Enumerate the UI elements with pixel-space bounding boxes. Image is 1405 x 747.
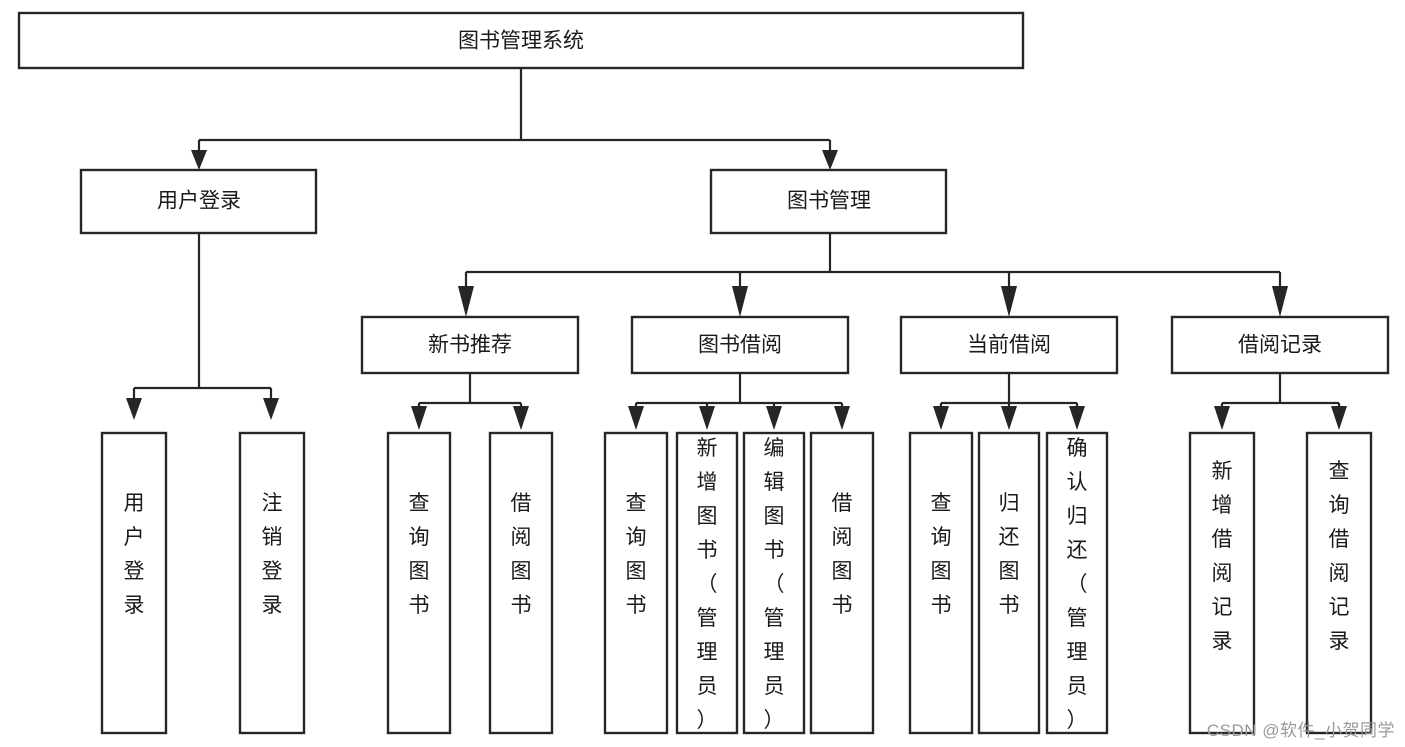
node-root-label: 图书管理系统 xyxy=(458,30,584,53)
node-borrow-record[interactable]: 借阅记录 xyxy=(1170,315,1390,375)
node-leaf-add-record-box[interactable] xyxy=(1188,431,1256,735)
node-leaf-add-book[interactable]: 新增图书（管理员） xyxy=(675,431,739,735)
node-leaf-confirm-return-box[interactable] xyxy=(1045,431,1109,735)
node-new-book-recommend-label: 新书推荐 xyxy=(428,334,512,357)
arrow-head-leaf-edit-book xyxy=(766,406,782,430)
node-book-borrow[interactable]: 图书借阅 xyxy=(630,315,850,375)
node-user-login-box[interactable] xyxy=(79,168,318,235)
arrow-head-leaf-return-book xyxy=(1001,406,1017,430)
node-leaf-edit-book-label: 编辑图书（管理员） xyxy=(764,437,785,732)
node-leaf-user-login-label: 用户登录 xyxy=(124,492,145,617)
node-leaf-borrow-book-2-box[interactable] xyxy=(809,431,875,735)
arrow-head-leaf-borrow-book-2 xyxy=(834,406,850,430)
node-leaf-logout-label: 注销登录 xyxy=(262,492,283,617)
arrow-head-new-book-recommend xyxy=(458,286,474,317)
arrow-head-leaf-query-book-3 xyxy=(933,406,949,430)
node-borrow-record-box[interactable] xyxy=(1170,315,1390,375)
node-leaf-query-book-1[interactable]: 查询图书 xyxy=(386,431,452,735)
node-root[interactable]: 图书管理系统 xyxy=(17,11,1025,70)
node-leaf-logout-box[interactable] xyxy=(238,431,306,735)
node-current-borrow-box[interactable] xyxy=(899,315,1119,375)
node-leaf-query-book-3[interactable]: 查询图书 xyxy=(908,431,974,735)
node-leaf-add-book-box[interactable] xyxy=(675,431,739,735)
node-leaf-query-record-label: 查询借阅记录 xyxy=(1329,460,1350,653)
arrow-head-leaf-query-record xyxy=(1331,406,1347,430)
node-leaf-user-login[interactable]: 用户登录 xyxy=(100,431,168,735)
node-leaf-borrow-book-2[interactable]: 借阅图书 xyxy=(809,431,875,735)
node-root-box[interactable] xyxy=(17,11,1025,70)
node-leaf-logout[interactable]: 注销登录 xyxy=(238,431,306,735)
arrow-head-leaf-logout xyxy=(263,398,279,420)
node-leaf-query-book-1-box[interactable] xyxy=(386,431,452,735)
node-book-management-label: 图书管理 xyxy=(787,190,871,213)
connector-layer xyxy=(126,68,1347,430)
node-leaf-query-record-box[interactable] xyxy=(1305,431,1373,735)
node-leaf-borrow-book-1-label: 借阅图书 xyxy=(511,492,532,617)
arrow-head-leaf-query-book-2 xyxy=(628,406,644,430)
node-leaf-return-book-label: 归还图书 xyxy=(999,492,1020,617)
node-leaf-return-book[interactable]: 归还图书 xyxy=(977,431,1041,735)
arrow-head-leaf-query-book-1 xyxy=(411,406,427,430)
arrow-head-leaf-add-book xyxy=(699,406,715,430)
node-leaf-query-book-2-box[interactable] xyxy=(603,431,669,735)
arrow-head-book-management xyxy=(822,150,838,170)
node-borrow-record-label: 借阅记录 xyxy=(1238,334,1322,357)
arrow-head-leaf-add-record xyxy=(1214,406,1230,430)
node-leaf-add-record[interactable]: 新增借阅记录 xyxy=(1188,431,1256,735)
node-current-borrow[interactable]: 当前借阅 xyxy=(899,315,1119,375)
arrow-head-current-borrow xyxy=(1001,286,1017,317)
node-new-book-recommend-box[interactable] xyxy=(360,315,580,375)
node-leaf-add-record-label: 新增借阅记录 xyxy=(1212,460,1233,653)
node-leaf-edit-book-box[interactable] xyxy=(742,431,806,735)
node-leaf-query-book-2-label: 查询图书 xyxy=(626,492,647,617)
node-leaf-query-book-3-label: 查询图书 xyxy=(931,492,952,617)
node-leaf-confirm-return-label: 确认归还（管理员） xyxy=(1067,437,1088,732)
arrow-head-leaf-borrow-book-1 xyxy=(513,406,529,430)
node-leaf-borrow-book-1[interactable]: 借阅图书 xyxy=(488,431,554,735)
node-book-management[interactable]: 图书管理 xyxy=(709,168,948,235)
node-leaf-user-login-box[interactable] xyxy=(100,431,168,735)
node-leaf-query-record[interactable]: 查询借阅记录 xyxy=(1305,431,1373,735)
node-leaf-return-book-box[interactable] xyxy=(977,431,1041,735)
node-leaf-borrow-book-1-box[interactable] xyxy=(488,431,554,735)
node-book-management-box[interactable] xyxy=(709,168,948,235)
node-new-book-recommend[interactable]: 新书推荐 xyxy=(360,315,580,375)
node-book-borrow-label: 图书借阅 xyxy=(698,334,782,357)
node-book-borrow-box[interactable] xyxy=(630,315,850,375)
node-user-login[interactable]: 用户登录 xyxy=(79,168,318,235)
node-leaf-borrow-book-2-label: 借阅图书 xyxy=(832,492,853,617)
arrow-head-user-login xyxy=(191,150,207,170)
node-leaf-add-book-label: 新增图书（管理员） xyxy=(697,437,718,732)
node-leaf-edit-book[interactable]: 编辑图书（管理员） xyxy=(742,431,806,735)
arrow-head-leaf-user-login xyxy=(126,398,142,420)
node-leaf-query-book-2[interactable]: 查询图书 xyxy=(603,431,669,735)
node-leaf-confirm-return[interactable]: 确认归还（管理员） xyxy=(1045,431,1109,735)
node-leaf-query-book-3-box[interactable] xyxy=(908,431,974,735)
arrow-head-borrow-record xyxy=(1272,286,1288,317)
node-leaf-query-book-1-label: 查询图书 xyxy=(409,492,430,617)
arrow-head-leaf-confirm-return xyxy=(1069,406,1085,430)
node-user-login-label: 用户登录 xyxy=(157,190,241,213)
node-current-borrow-label: 当前借阅 xyxy=(967,334,1051,357)
arrow-head-book-borrow xyxy=(732,286,748,317)
